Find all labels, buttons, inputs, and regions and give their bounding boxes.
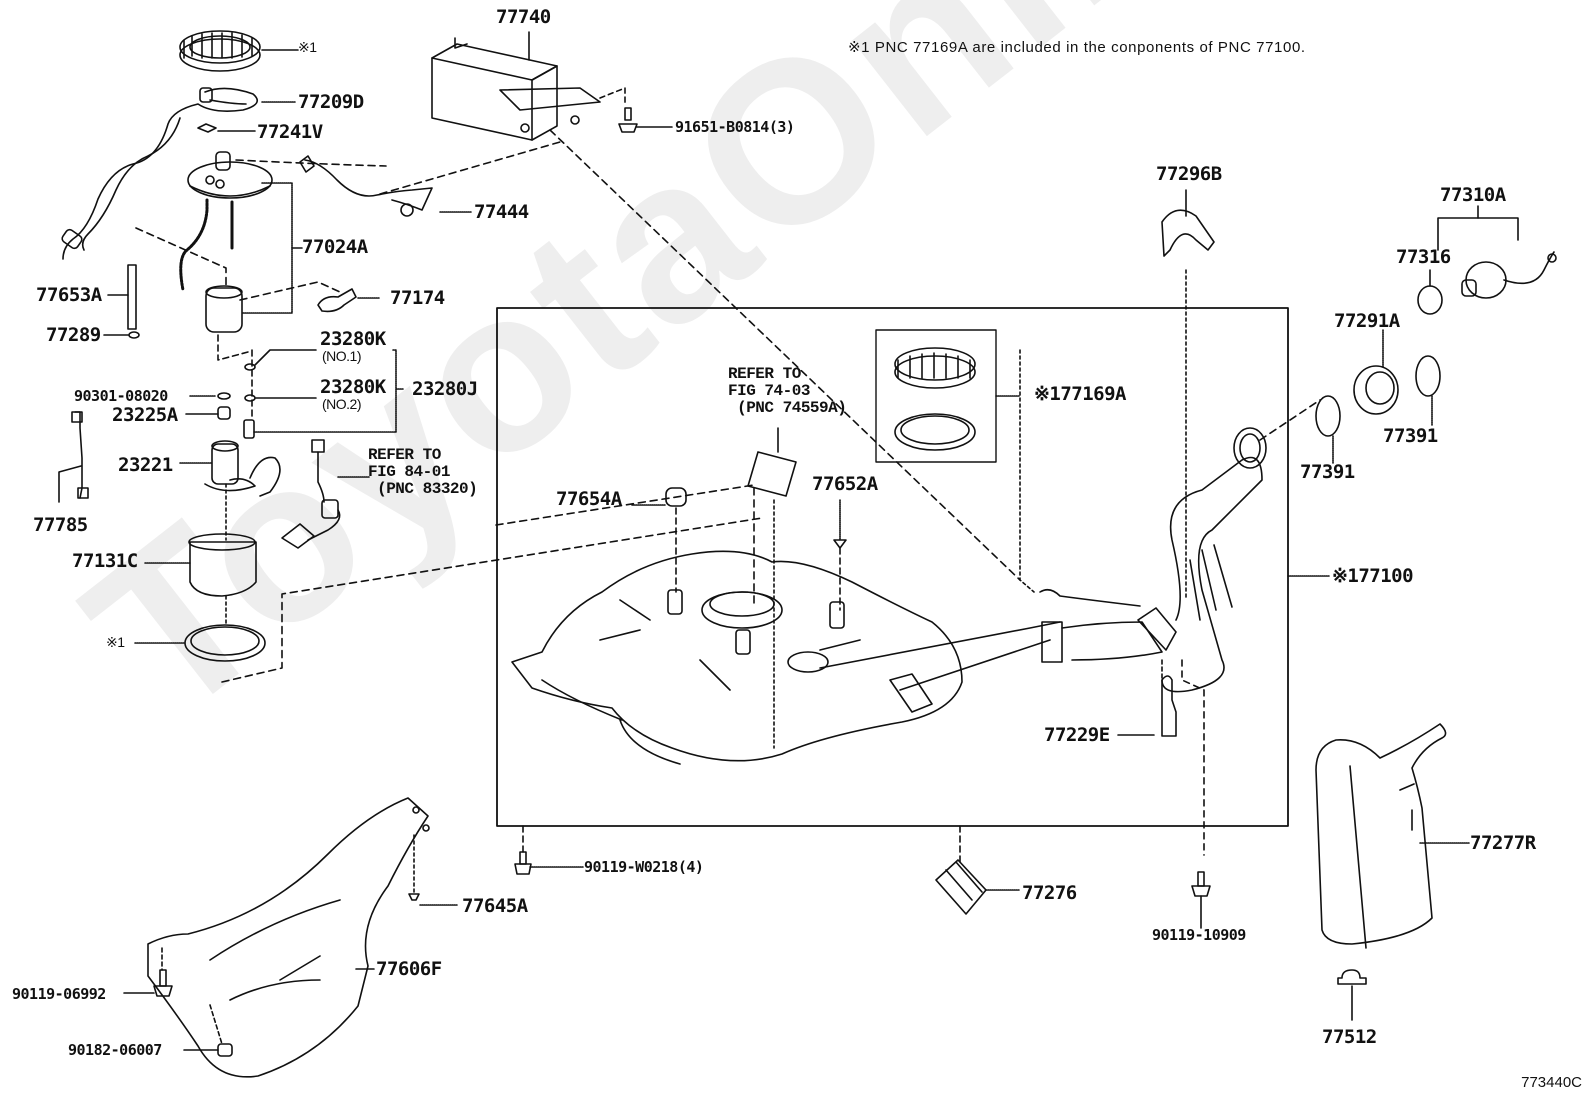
protector-part [1315, 723, 1447, 949]
label-91651-B0814[interactable]: 91651-B0814(3) [675, 118, 795, 136]
label-77512[interactable]: 77512 [1322, 1026, 1377, 1048]
cap-part [665, 487, 687, 507]
vapor-hose-part [299, 155, 433, 217]
fuel-tank-part [511, 550, 963, 765]
label-77785[interactable]: 77785 [33, 514, 88, 536]
hose-clamp-part [1161, 209, 1215, 257]
gauge-retainer-box [875, 329, 997, 463]
retainer-ring-part [179, 30, 261, 72]
clip-part [197, 123, 217, 133]
label-23280K-no1-sub: (NO.1) [322, 348, 362, 364]
label-77740[interactable]: 77740 [496, 6, 551, 28]
label-77391-left[interactable]: 77391 [1300, 461, 1355, 483]
hose-part [127, 264, 137, 330]
label-90119-10909[interactable]: 90119-10909 [1152, 926, 1246, 944]
fuel-suction-tube-part [61, 87, 259, 260]
label-77229E[interactable]: 77229E [1044, 724, 1110, 746]
clamp-part [833, 539, 847, 549]
fuel-pump-flange-part [179, 151, 273, 333]
fuel-tank-assembly-frame [496, 307, 1289, 827]
filter-part [243, 419, 255, 439]
label-77209D[interactable]: 77209D [298, 91, 364, 113]
charcoal-canister-part [431, 37, 601, 141]
label-77654A[interactable]: 77654A [556, 488, 622, 510]
label-ring-top: ※1 [298, 39, 317, 55]
filler-cap-housing-part [1353, 365, 1399, 415]
label-77024A[interactable]: 77024A [302, 236, 368, 258]
o-ring-part [128, 331, 140, 339]
figure-code: 773440C [1521, 1074, 1582, 1091]
label-90182-06007[interactable]: 90182-06007 [68, 1041, 162, 1059]
fuel-tank-cap-part [1461, 251, 1557, 299]
fuel-pump-part [204, 440, 281, 497]
label-90119-06992[interactable]: 90119-06992 [12, 985, 106, 1003]
refer-fig-74-03[interactable]: REFER TO FIG 74-03 (PNC 74559A) [728, 365, 847, 417]
fuel-level-plate-part [747, 451, 797, 497]
label-77100[interactable]: ※177100 [1332, 565, 1414, 587]
label-77169A[interactable]: ※177169A [1034, 383, 1127, 405]
fuel-tank-protector-part [147, 797, 430, 1078]
sub-tank-cup-part [188, 533, 257, 597]
label-77296B[interactable]: 77296B [1156, 163, 1222, 185]
label-77174[interactable]: 77174 [390, 287, 445, 309]
bolt-part [514, 851, 532, 875]
grommet-part [935, 859, 987, 915]
label-77276[interactable]: 77276 [1022, 882, 1077, 904]
clip-part [1337, 969, 1367, 985]
o-ring-part [1415, 355, 1441, 397]
label-77606F[interactable]: 77606F [376, 958, 442, 980]
label-77316[interactable]: 77316 [1396, 246, 1451, 268]
label-23280K-no2[interactable]: 23280K [320, 376, 386, 398]
cushion-part [217, 406, 231, 420]
clip-part [1161, 675, 1177, 737]
label-23280K-no1[interactable]: 23280K [320, 328, 386, 350]
fuel-sender-gauge-part [281, 439, 341, 549]
bolt-part [1191, 871, 1211, 897]
label-77241V[interactable]: 77241V [257, 121, 323, 143]
label-77277R[interactable]: 77277R [1470, 832, 1536, 854]
label-77291A[interactable]: 77291A [1334, 310, 1400, 332]
bracket-part [317, 288, 357, 313]
label-23225A[interactable]: 23225A [112, 404, 178, 426]
label-77652A[interactable]: 77652A [812, 473, 878, 495]
bolt-part [153, 969, 173, 997]
nut-part [217, 1043, 233, 1057]
gasket-part [1417, 285, 1443, 315]
label-77289[interactable]: 77289 [46, 324, 101, 346]
gasket-ring-part [184, 624, 266, 662]
label-77653A[interactable]: 77653A [36, 284, 102, 306]
label-23280K-no2-sub: (NO.2) [322, 396, 362, 412]
label-23221[interactable]: 23221 [118, 454, 173, 476]
fuel-filler-pipe-part [819, 427, 1267, 713]
label-23280J[interactable]: 23280J [412, 378, 478, 400]
o-ring-part [1315, 395, 1341, 437]
label-77310A[interactable]: 77310A [1440, 184, 1506, 206]
label-77391-right[interactable]: 77391 [1383, 425, 1438, 447]
label-77131C[interactable]: 77131C [72, 550, 138, 572]
footnote: ※1 PNC 77169A are included in the conpon… [848, 39, 1306, 56]
bolt-part [618, 107, 638, 133]
label-77444[interactable]: 77444 [474, 201, 529, 223]
refer-fig-84-01[interactable]: REFER TO FIG 84-01 (PNC 83320) [368, 446, 478, 498]
label-77645A[interactable]: 77645A [462, 895, 528, 917]
label-ring-bottom: ※1 [106, 634, 125, 650]
wire-harness-part [74, 411, 83, 499]
label-90301-08020[interactable]: 90301-08020 [74, 387, 168, 405]
label-90119-W0218[interactable]: 90119-W0218(4) [584, 858, 704, 876]
